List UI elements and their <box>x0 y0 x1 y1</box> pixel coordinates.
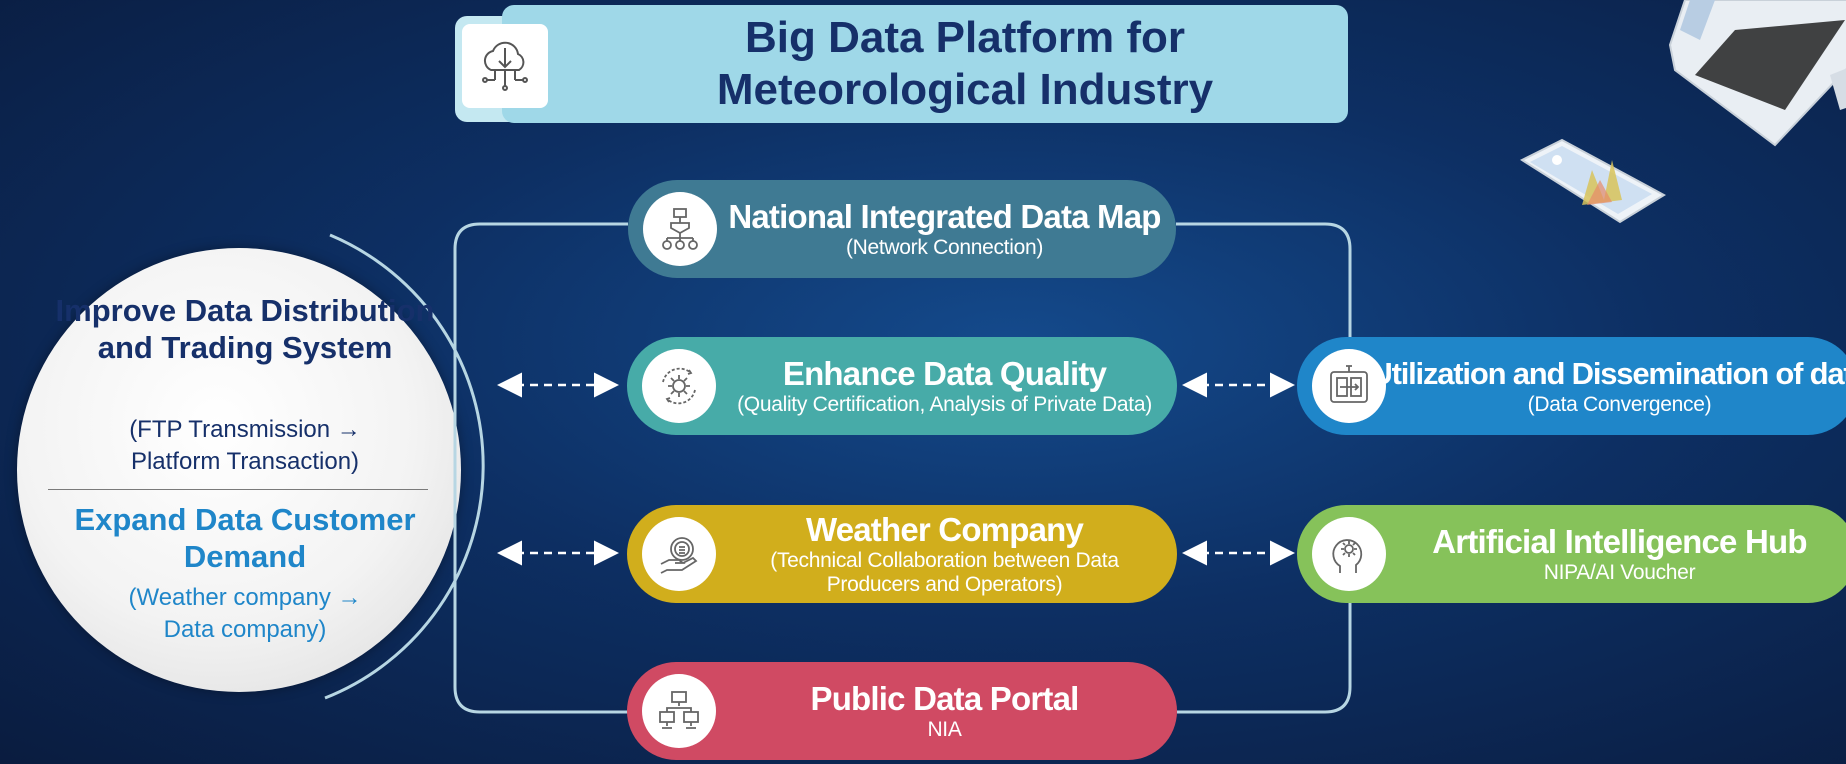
node-weather-company: Weather Company (Technical Collaboration… <box>627 505 1177 603</box>
node-title: Utilization and Dissemination of data <box>1370 356 1846 391</box>
node-enhance-quality: Enhance Data Quality (Quality Certificat… <box>627 337 1177 435</box>
hand-coin-icon <box>642 517 716 591</box>
node-public-portal: Public Data Portal NIA <box>627 662 1177 760</box>
network-computers-icon <box>642 674 716 748</box>
node-subtitle: (Quality Certification, Analysis of Priv… <box>737 393 1152 416</box>
circle-subtext-expand: (Weather company → Data company) <box>40 582 450 646</box>
circle-subtext-improve-line-1: (FTP Transmission → <box>129 416 361 443</box>
node-title: Public Data Portal <box>810 680 1079 717</box>
frame-right-bottom-line <box>1177 603 1352 714</box>
circle-subtext-expand-line-1: (Weather company → <box>128 584 362 611</box>
node-title: Artificial Intelligence Hub <box>1432 523 1807 560</box>
circle-subtext-expand-line-2: Data company) <box>163 616 327 643</box>
circle-heading-improve: Improve Data Distribution and Trading Sy… <box>55 293 435 365</box>
node-title: Enhance Data Quality <box>782 355 1107 392</box>
node-utilization: Utilization and Dissemination of data (D… <box>1297 337 1846 435</box>
smartphone-icon <box>1519 138 1667 224</box>
node-subtitle: (Data Convergence) <box>1527 393 1712 416</box>
circle-divider <box>48 489 428 490</box>
node-subtitle: (Technical Collaboration between Data Pr… <box>770 549 1119 596</box>
circle-heading-expand: Expand Data Customer Demand <box>74 502 416 574</box>
node-title: Weather Company <box>805 511 1084 548</box>
frame-left-line <box>453 222 628 714</box>
strategy-circle <box>17 248 461 692</box>
frame-right-top-line <box>1176 222 1352 337</box>
ai-head-icon <box>1312 517 1386 591</box>
title-line-2: Meteorological Industry <box>716 65 1214 114</box>
page-title: Big Data Platform for Meteorological Ind… <box>600 10 1330 118</box>
circle-subtext-improve: (FTP Transmission → Platform Transaction… <box>40 414 450 478</box>
flowchart-icon <box>643 192 717 266</box>
node-data-map: National Integrated Data Map (Network Co… <box>628 180 1176 278</box>
node-subtitle: NIPA/AI Voucher <box>1543 561 1696 584</box>
circle-subtext-improve-line-2: Platform Transaction) <box>130 448 360 475</box>
node-subtitle: NIA <box>927 718 962 741</box>
node-title: National Integrated Data Map <box>728 198 1161 235</box>
title-line-1: Big Data Platform for <box>744 13 1186 62</box>
gear-cycle-icon <box>642 349 716 423</box>
data-convergence-icon <box>1312 349 1386 423</box>
circle-outer-arc <box>324 233 485 700</box>
cloud-download-icon <box>462 24 548 108</box>
laptop-icon <box>1668 0 1846 147</box>
title-banner <box>502 5 1348 123</box>
node-subtitle: (Network Connection) <box>845 236 1044 259</box>
node-ai-hub: Artificial Intelligence Hub NIPA/AI Vouc… <box>1297 505 1846 603</box>
